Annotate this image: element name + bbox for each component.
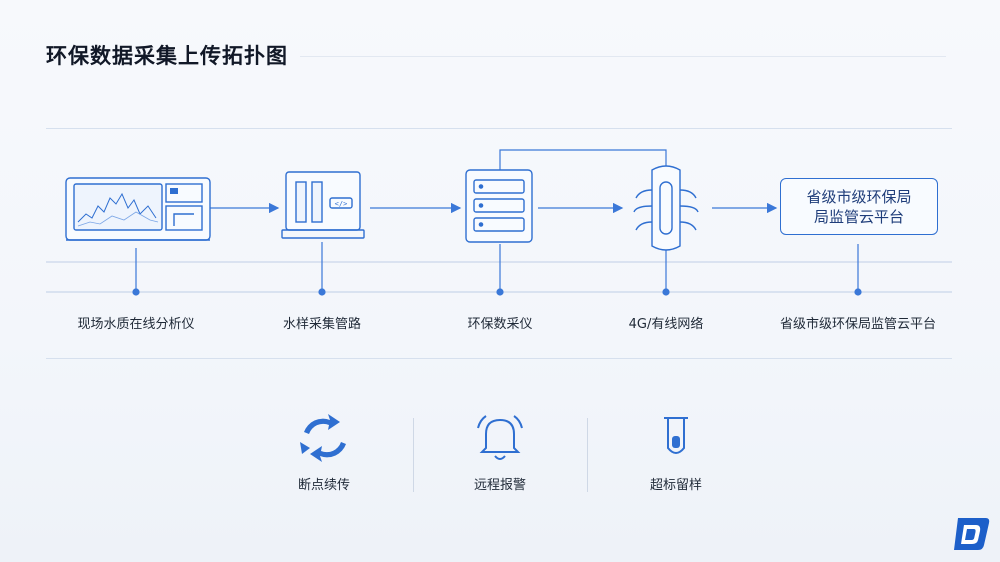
server-network-link [499, 149, 667, 170]
node-label-pipeline: 水样采集管路 [282, 317, 361, 332]
sampling-pipeline-icon: </> [281, 171, 365, 239]
platform-box-line1: 省级市级环保局 [806, 187, 912, 206]
feature-label-alarm: 远程报警 [473, 478, 526, 493]
platform-box-line2: 局监管云平台 [813, 207, 904, 226]
cloud-platform-icon: 省级市级环保局 局监管云平台 [780, 178, 938, 235]
top-divider [46, 128, 952, 129]
node-stems [132, 242, 862, 296]
water-quality-analyzer-icon [65, 177, 211, 241]
node-label-server: 环保数采仪 [467, 317, 533, 332]
brand-logo [954, 518, 990, 550]
feature-label-resume: 断点续传 [297, 478, 350, 493]
node-label-network: 4G/有线网络 [628, 317, 704, 332]
node-label-platform: 省级市级环保局监管云平台 [779, 317, 936, 332]
title-divider [300, 56, 946, 57]
feature-divider [587, 418, 588, 492]
bottom-divider [46, 358, 952, 359]
feature-divider [413, 418, 414, 492]
data-acquisition-server-icon [465, 169, 533, 243]
bell-icon [477, 415, 523, 460]
page-title: 环保数据采集上传拓扑图 [46, 44, 288, 68]
sync-arrows-icon [300, 414, 346, 462]
test-tube-icon [664, 417, 688, 454]
node-label-analyzer: 现场水质在线分析仪 [77, 317, 195, 332]
feature-label-sample: 超标留样 [649, 478, 702, 493]
network-chip-icon [633, 165, 699, 251]
svg-text:</>: </> [335, 200, 348, 208]
